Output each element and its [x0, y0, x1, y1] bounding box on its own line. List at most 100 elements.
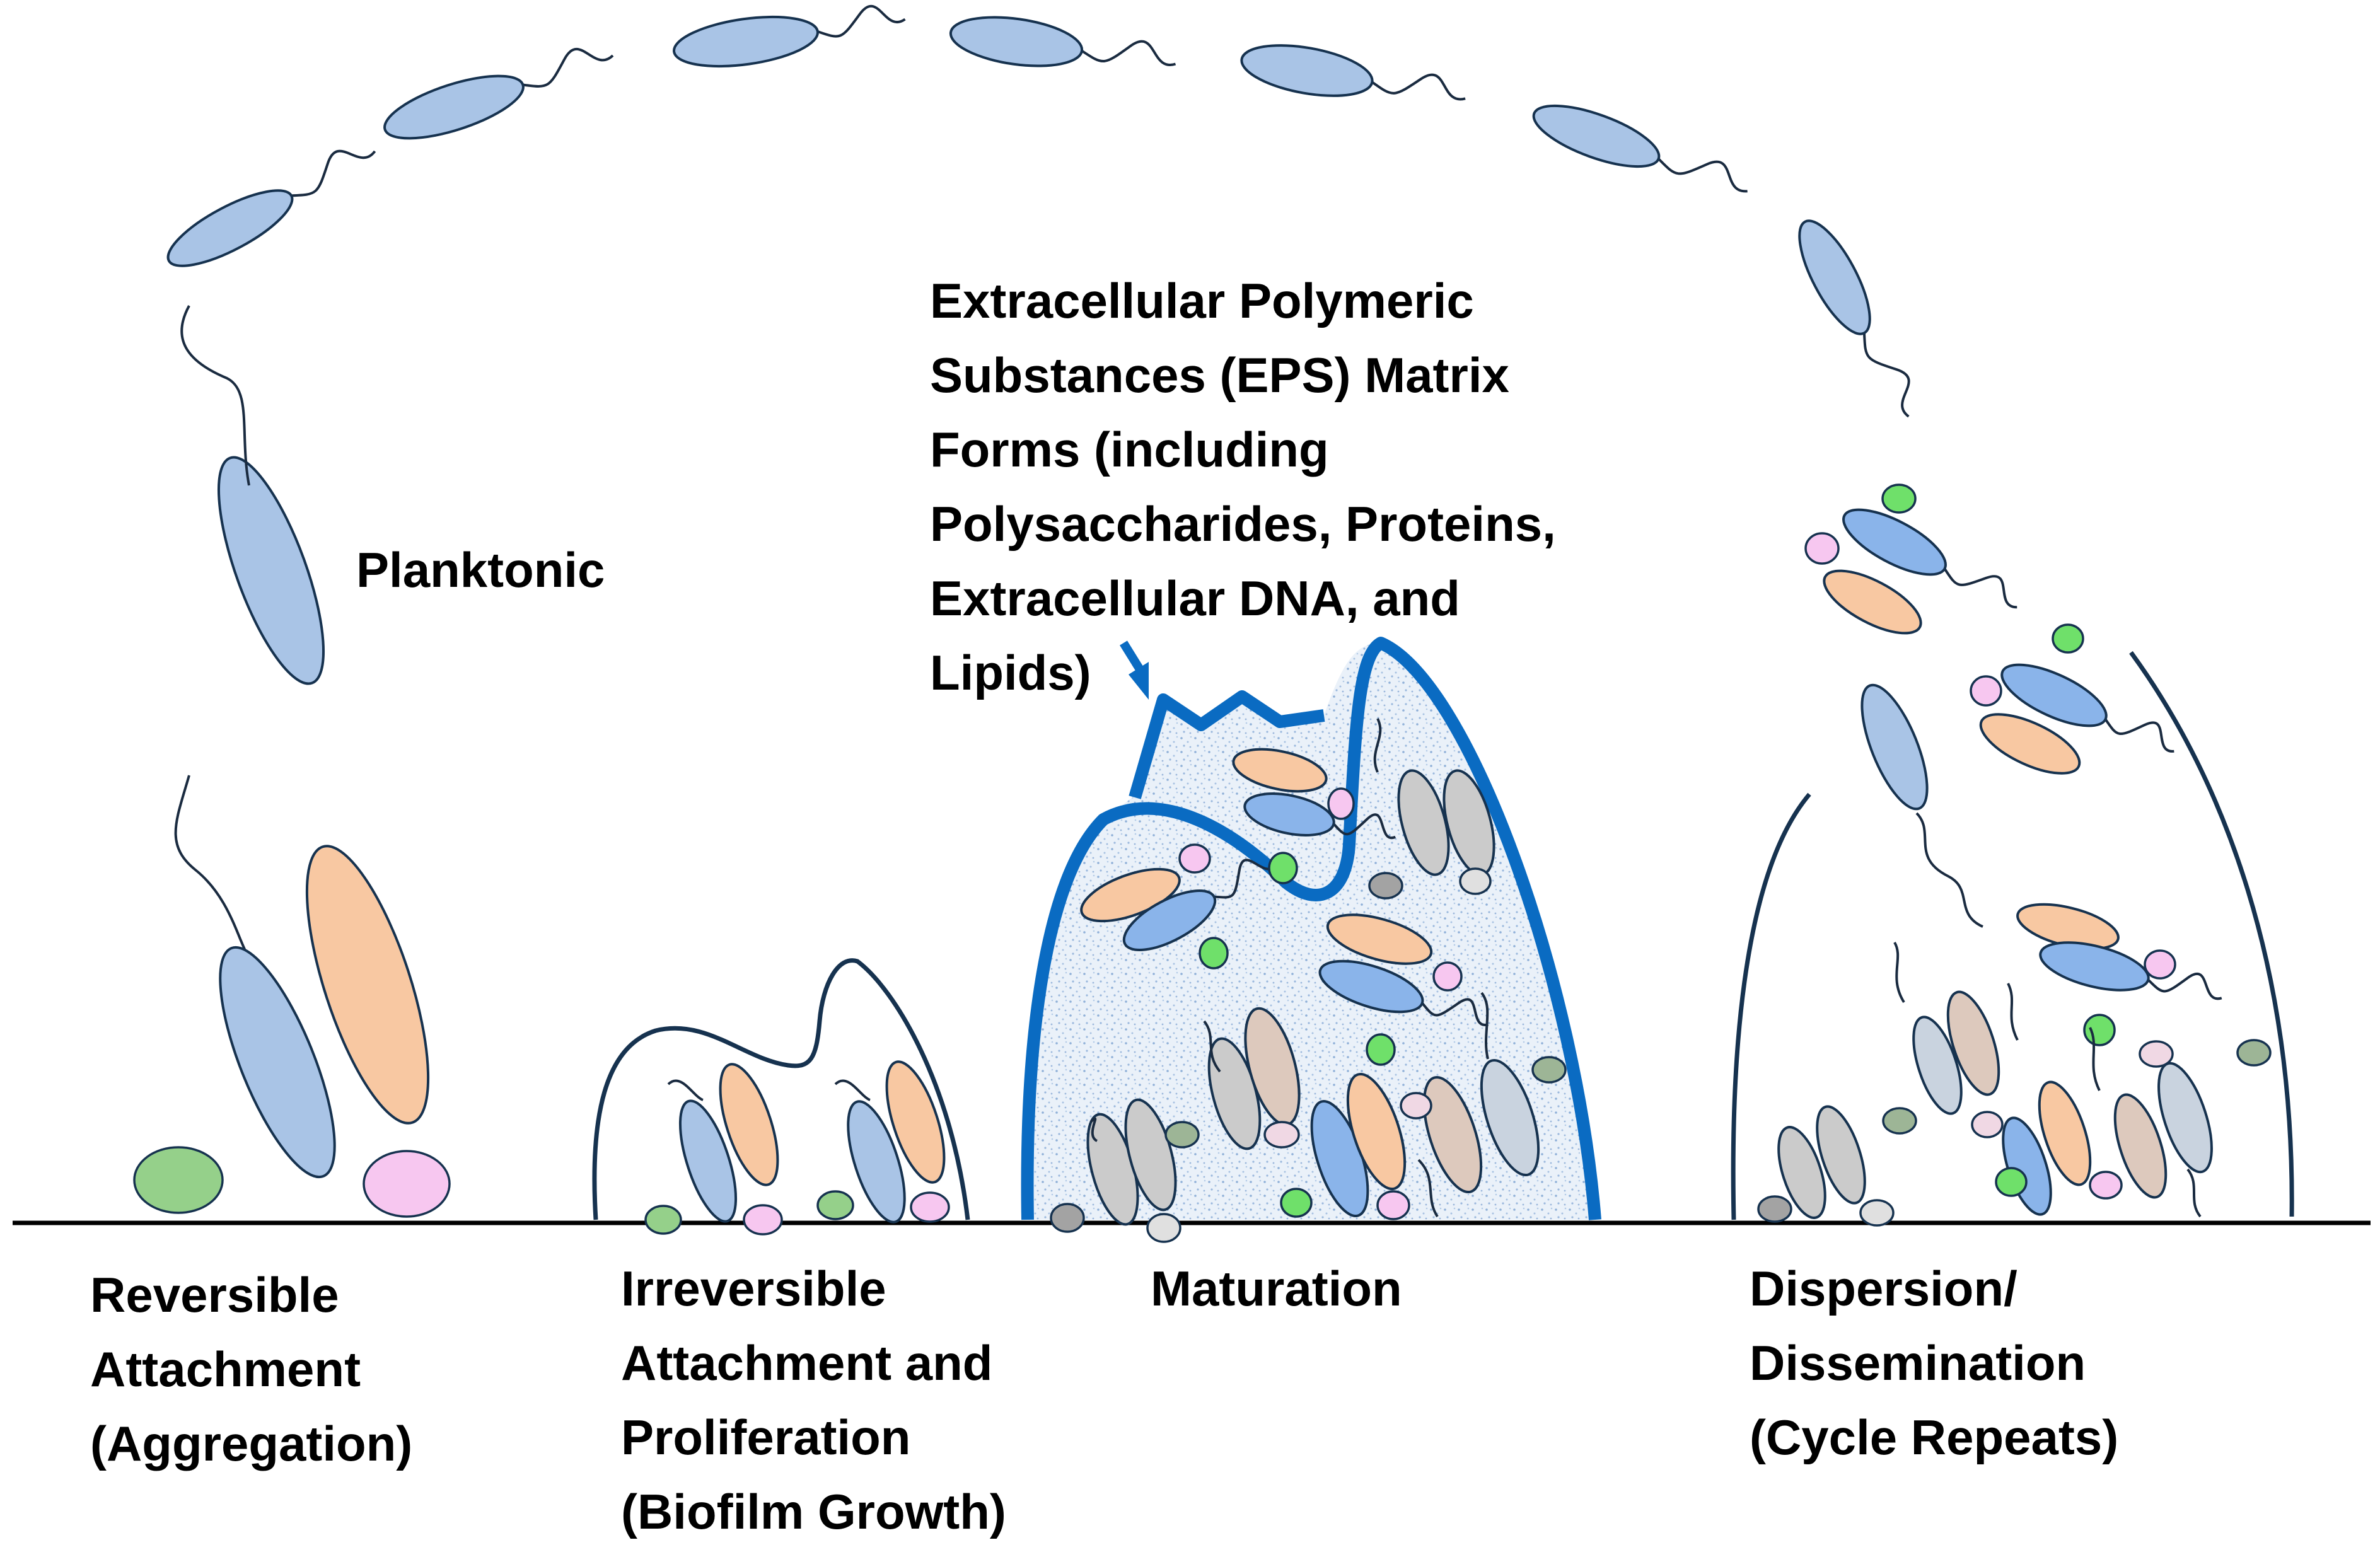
eps-line-3: Forms (including — [930, 422, 1329, 477]
dark-green-dot — [1882, 1107, 1917, 1135]
flagellum — [180, 305, 250, 486]
dispersion-left-wall — [1731, 792, 1811, 1220]
orange-cell-bacterium — [1326, 913, 1433, 965]
dispersion-line-2: Dissemination — [1750, 1335, 2086, 1391]
tan-cell-bacterium — [1422, 1075, 1483, 1194]
eps-line-5: Extracellular DNA, and — [930, 570, 1460, 626]
green-dot — [1995, 1167, 2028, 1197]
dark-green-dot — [1164, 1121, 1200, 1149]
eps-matrix-upper-outline — [1129, 690, 1325, 799]
eps-line-6: Lipids) — [930, 645, 1091, 700]
flagellum — [1081, 40, 1176, 66]
blue-cell-bacterium — [383, 74, 525, 140]
blue-cell-bacterium — [1798, 219, 1871, 335]
dispersion-right-wall — [2129, 651, 2294, 1217]
early-biofilm-outline — [592, 958, 970, 1220]
bright-blue-cell-bacterium — [1243, 792, 1335, 836]
dark-green-dot — [1531, 1056, 1567, 1084]
reversible-line-3: (Aggregation) — [90, 1416, 413, 1471]
light-gray-dot — [1859, 1199, 1895, 1227]
eps-label: Extracellular Polymeric Substances (EPS)… — [930, 263, 1556, 710]
green-dot — [1199, 937, 1229, 970]
tan-cell-bacterium — [2113, 1093, 2168, 1199]
orange-cell-bacterium — [1979, 713, 2081, 775]
bright-blue-cell-bacterium — [1842, 508, 1947, 576]
bright-blue-cell-bacterium — [2039, 941, 2150, 992]
dark-green-dot — [2236, 1039, 2272, 1067]
gray-cell-bacterium — [1397, 769, 1450, 876]
green-dot — [2083, 1014, 2116, 1046]
gray-dot — [1368, 872, 1403, 900]
pink-dot — [1804, 532, 1840, 565]
eps-matrix-outline — [1021, 637, 1601, 1220]
bright-blue-cell-bacterium — [2000, 663, 2108, 727]
irreversible-line-3: Proliferation — [621, 1409, 911, 1465]
blue-cell-bacterium — [219, 946, 336, 1179]
light-gray-dot — [1146, 1213, 1181, 1243]
pink-dot — [1327, 787, 1355, 820]
flagellum — [1893, 941, 1905, 1004]
slate-cell-bacterium — [1480, 1058, 1540, 1177]
blue-cell-bacterium — [678, 1099, 738, 1223]
dispersion-line-1: Dispersion/ — [1750, 1261, 2017, 1316]
flagellum — [1089, 1117, 1098, 1142]
orange-cell-bacterium — [1346, 1072, 1407, 1191]
blue-cell-bacterium — [673, 15, 819, 68]
flagellum — [1371, 73, 1466, 101]
flagellum — [2007, 983, 2019, 1041]
orange-cell-bacterium — [885, 1060, 946, 1184]
flagellum — [834, 1079, 871, 1101]
light-pink-dot — [1971, 1111, 2004, 1138]
cells-layer — [133, 4, 2272, 1243]
irreversible-attachment-label: Irreversible Attachment and Proliferatio… — [621, 1251, 1006, 1549]
dispersion-line-3: (Cycle Repeats) — [1750, 1409, 2119, 1465]
eps-line-1: Extracellular Polymeric — [930, 273, 1474, 328]
orange-cell-bacterium — [2038, 1080, 2092, 1186]
green-dot — [1280, 1188, 1313, 1218]
light-pink-dot — [1400, 1092, 1432, 1120]
gray-cell-bacterium — [1124, 1098, 1177, 1212]
gray-dot — [1757, 1195, 1792, 1223]
flagellum — [291, 149, 376, 197]
flagellum — [523, 48, 614, 88]
pink-dot — [2089, 1171, 2123, 1200]
irreversible-line-4: (Biofilm Growth) — [621, 1484, 1006, 1539]
light-green-dot — [816, 1190, 854, 1220]
pink-dot — [743, 1204, 783, 1236]
pink-dot — [1376, 1190, 1410, 1220]
dispersion-label: Dispersion/ Dissemination (Cycle Repeats… — [1750, 1251, 2118, 1474]
flagellum — [1373, 718, 1382, 773]
light-pink-dot — [1263, 1121, 1300, 1149]
flagellum — [1203, 1020, 1221, 1073]
planktonic-label: Planktonic — [356, 533, 605, 607]
orange-cell-bacterium — [1823, 569, 1922, 635]
eps-line-4: Polysaccharides, Proteins, — [930, 496, 1556, 552]
reversible-line-2: Attachment — [90, 1341, 361, 1397]
planktonic-text: Planktonic — [356, 542, 605, 598]
light-gray-dot — [1459, 867, 1492, 895]
flagellum — [174, 775, 247, 952]
tan-cell-bacterium — [1946, 990, 2000, 1096]
flagellum — [2089, 1027, 2101, 1091]
maturation-text: Maturation — [1151, 1261, 1402, 1316]
flagellum — [1421, 998, 1489, 1026]
eps-line-2: Substances (EPS) Matrix — [930, 347, 1509, 403]
orange-cell-bacterium — [719, 1063, 779, 1186]
pink-dot — [2144, 949, 2176, 980]
flagellum — [1862, 333, 1910, 418]
bright-blue-cell-bacterium — [1122, 889, 1217, 951]
blue-cell-bacterium — [217, 456, 325, 685]
flagellum — [817, 4, 906, 38]
flagellum — [2147, 972, 2222, 1000]
light-green-dot — [133, 1146, 224, 1214]
pink-dot — [1178, 843, 1211, 874]
flagellum — [1480, 992, 1489, 1060]
light-green-dot — [644, 1205, 682, 1235]
blue-cell-bacterium — [847, 1100, 906, 1224]
maturation-label: Maturation — [1151, 1251, 1402, 1326]
flagellum — [1943, 568, 2017, 609]
pink-dot — [363, 1150, 451, 1218]
blue-cell-bacterium — [166, 189, 294, 267]
flagellum — [1214, 859, 1277, 899]
